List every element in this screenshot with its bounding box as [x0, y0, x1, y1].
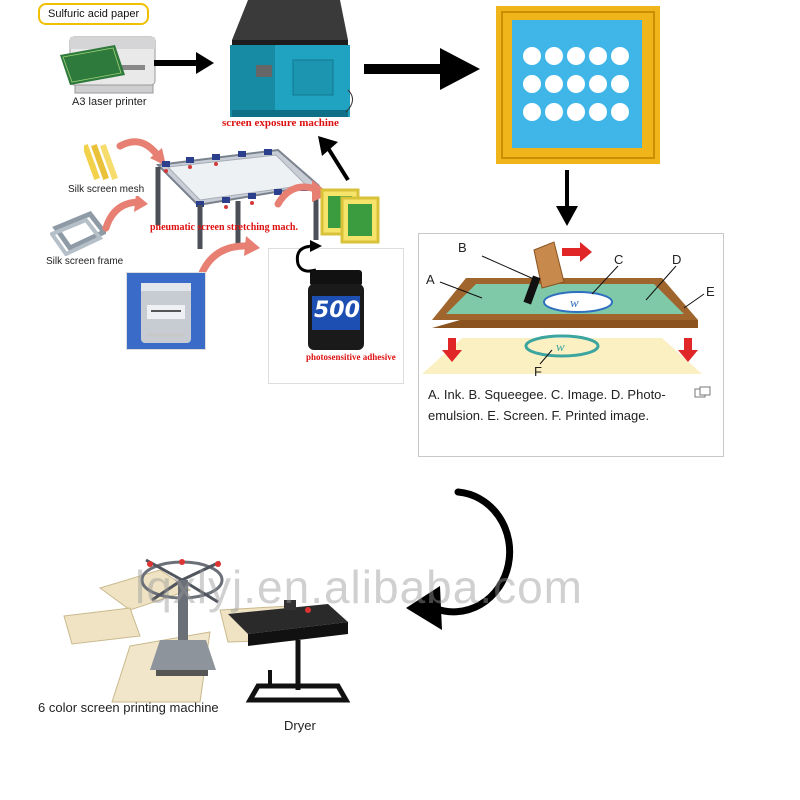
- letter-d: D: [672, 252, 682, 267]
- emulsion-can-image: [126, 272, 206, 350]
- exposure-machine-image: [230, 0, 353, 117]
- letter-f: F: [534, 364, 542, 379]
- screen-dot: [545, 103, 563, 121]
- screen-dot: [545, 75, 563, 93]
- screen-print-diagram: w w: [422, 238, 718, 380]
- silk-mesh-label: Silk screen mesh: [68, 184, 145, 195]
- screen-dot: [545, 47, 563, 65]
- stretching-machine-image: [155, 148, 321, 249]
- printing-machine-image: [63, 558, 299, 703]
- letter-c: C: [614, 252, 624, 267]
- arrow-down-icon: [556, 170, 578, 226]
- laser-printer-image: [60, 36, 156, 94]
- enlarge-icon[interactable]: [694, 386, 712, 400]
- screen-dot: [589, 47, 607, 65]
- curved-arrow-icon: [406, 488, 514, 630]
- coated-screens-image: [320, 188, 380, 244]
- stretching-machine-label: pneumatic screen stretching mach.: [150, 222, 298, 233]
- screen-dot: [611, 103, 629, 121]
- silk-mesh-image: [84, 144, 118, 180]
- adhesive-jar-image: [308, 270, 364, 350]
- screen-dot: [523, 75, 541, 93]
- svg-text:w: w: [570, 295, 579, 310]
- letter-b: B: [458, 240, 467, 255]
- exposed-screen-image: [496, 6, 660, 164]
- screen-dot: [611, 47, 629, 65]
- printing-machine-label: 6 color screen printing machine: [38, 700, 219, 715]
- svg-text:w: w: [556, 339, 565, 354]
- sulfuric-paper-callout: Sulfuric acid paper: [38, 3, 150, 25]
- letter-a: A: [426, 272, 435, 287]
- laser-printer-label: A3 laser printer: [72, 96, 147, 108]
- screen-dot: [589, 75, 607, 93]
- arrow-right-large-icon: [364, 48, 480, 90]
- silk-frame-image: [50, 210, 106, 256]
- silk-frame-label: Silk screen frame: [46, 256, 124, 267]
- screen-dot: [589, 103, 607, 121]
- arrow-right-icon: [154, 52, 214, 74]
- screen-dot: [567, 47, 585, 65]
- adhesive-label: photosensitive adhesive: [306, 352, 396, 362]
- watermark-text: lqxlyj.en.alibaba.com: [135, 561, 584, 613]
- dryer-image: [228, 600, 351, 703]
- diagram-caption: A. Ink. B. Squeegee. C. Image. D. Photo-…: [428, 387, 666, 423]
- screen-dot: [567, 75, 585, 93]
- sulfuric-paper-label: Sulfuric acid paper: [48, 8, 140, 20]
- screen-dot: [611, 75, 629, 93]
- arrow-up-diagonal-icon: [318, 136, 350, 182]
- screen-dot: [567, 103, 585, 121]
- letter-e: E: [706, 284, 715, 299]
- pink-arrow-icon: [102, 196, 148, 232]
- exposure-machine-label: screen exposure machine: [222, 117, 339, 129]
- screen-dot: [523, 103, 541, 121]
- rotate-arrow-icon: [295, 240, 322, 273]
- screen-dot: [523, 47, 541, 65]
- jar-number: 500: [314, 298, 360, 323]
- dryer-label: Dryer: [284, 718, 316, 733]
